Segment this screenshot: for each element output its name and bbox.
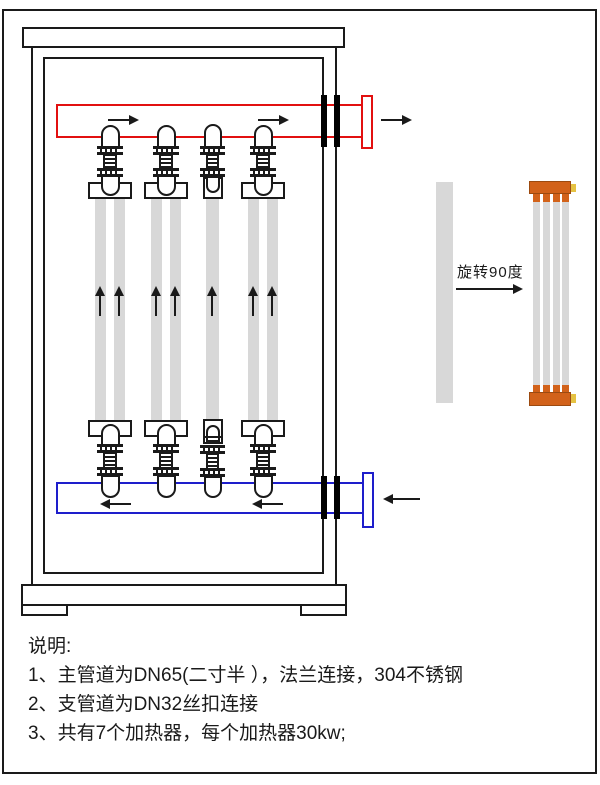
bellows-spring xyxy=(103,154,117,169)
union-fitting xyxy=(153,444,179,453)
note-line: 1、主管道为DN65(二寸半 ），法兰连接，304不锈钢 xyxy=(28,665,463,686)
union-fitting xyxy=(250,168,276,177)
heater-stub xyxy=(553,193,560,202)
wall-crossing-seal xyxy=(321,476,327,519)
branch-dome xyxy=(101,475,120,498)
heater-stub xyxy=(562,385,569,394)
bellows-spring xyxy=(103,452,117,468)
bellows-spring xyxy=(256,452,270,468)
branch-dome xyxy=(204,124,222,148)
branch-dome xyxy=(254,175,273,196)
heater-header-bottom xyxy=(529,392,571,406)
heater-side-view-bar xyxy=(436,182,453,403)
hot-outlet-flange xyxy=(361,95,373,149)
union-fitting xyxy=(153,168,179,177)
union-fitting xyxy=(200,468,225,477)
heater-stub xyxy=(562,193,569,202)
branch-dome xyxy=(204,476,222,498)
flow-arrow-up-icon xyxy=(170,286,180,316)
flow-arrow-up-icon xyxy=(95,286,105,316)
rotate-arrow-icon xyxy=(456,284,523,294)
wall-crossing-seal xyxy=(334,95,340,147)
bellows-spring xyxy=(256,154,270,169)
branch-dome xyxy=(157,175,176,196)
union-fitting xyxy=(200,146,225,155)
heater-terminal-tab xyxy=(569,184,576,192)
bellows-spring xyxy=(206,453,219,469)
heater-terminal-tab xyxy=(569,394,576,403)
flow-arrow-up-icon xyxy=(114,286,124,316)
heater-element-tube xyxy=(562,201,569,387)
union-fitting xyxy=(97,444,123,453)
wall-crossing-seal xyxy=(334,476,340,519)
flow-arrow-up-icon xyxy=(207,286,217,316)
union-fitting xyxy=(153,146,179,155)
heater-element-tube xyxy=(533,201,540,387)
union-fitting xyxy=(200,168,225,177)
flow-arrow-up-icon xyxy=(248,286,258,316)
union-fitting xyxy=(97,146,123,155)
cabinet-base xyxy=(21,584,347,606)
heater-element-tube xyxy=(553,201,560,387)
union-fitting xyxy=(250,467,276,476)
bellows-spring xyxy=(159,154,173,169)
union-fitting xyxy=(250,146,276,155)
union-fitting xyxy=(153,467,179,476)
flow-arrow-up-icon xyxy=(151,286,161,316)
cold-inlet-flange xyxy=(362,472,374,528)
union-fitting xyxy=(200,445,225,454)
socket-divider-line xyxy=(205,436,221,438)
heater-stub xyxy=(553,385,560,394)
branch-dome xyxy=(206,176,220,193)
flow-arrow-right-icon xyxy=(108,115,139,125)
rotate-label: 旋转90度 xyxy=(457,264,524,281)
branch-dome xyxy=(254,424,273,446)
flow-arrow-up-icon xyxy=(267,286,277,316)
heater-stub xyxy=(533,193,540,202)
flow-arrow-right-icon xyxy=(258,115,289,125)
branch-dome xyxy=(254,475,273,498)
union-fitting xyxy=(250,444,276,453)
flow-arrow-left-icon xyxy=(100,499,131,509)
union-fitting xyxy=(97,168,123,177)
branch-dome xyxy=(101,424,120,446)
heater-element-tube xyxy=(543,201,550,387)
heater-header-top xyxy=(529,181,571,194)
branch-dome xyxy=(206,425,220,442)
bellows-spring xyxy=(159,452,173,468)
heater-stub xyxy=(543,193,550,202)
heater-stub xyxy=(533,385,540,394)
union-fitting xyxy=(97,467,123,476)
branch-dome xyxy=(157,424,176,446)
page-border xyxy=(2,9,597,774)
notes-block: 说明: 1、主管道为DN65(二寸半 ），法兰连接，304不锈钢 2、支管道为D… xyxy=(28,632,463,748)
flow-arrow-left-icon xyxy=(252,499,283,509)
heater-stub xyxy=(543,385,550,394)
note-line: 2、支管道为DN32丝扣连接 xyxy=(28,694,259,715)
cabinet-lid xyxy=(22,27,345,48)
branch-dome xyxy=(101,175,120,196)
branch-dome xyxy=(157,475,176,498)
bellows-spring xyxy=(206,154,219,169)
note-line: 3、共有7个加热器，每个加热器30kw; xyxy=(28,723,346,744)
flow-arrow-right-icon xyxy=(381,115,412,125)
notes-title: 说明: xyxy=(28,636,72,657)
flow-arrow-left-icon xyxy=(383,494,420,504)
wall-crossing-seal xyxy=(321,95,327,147)
